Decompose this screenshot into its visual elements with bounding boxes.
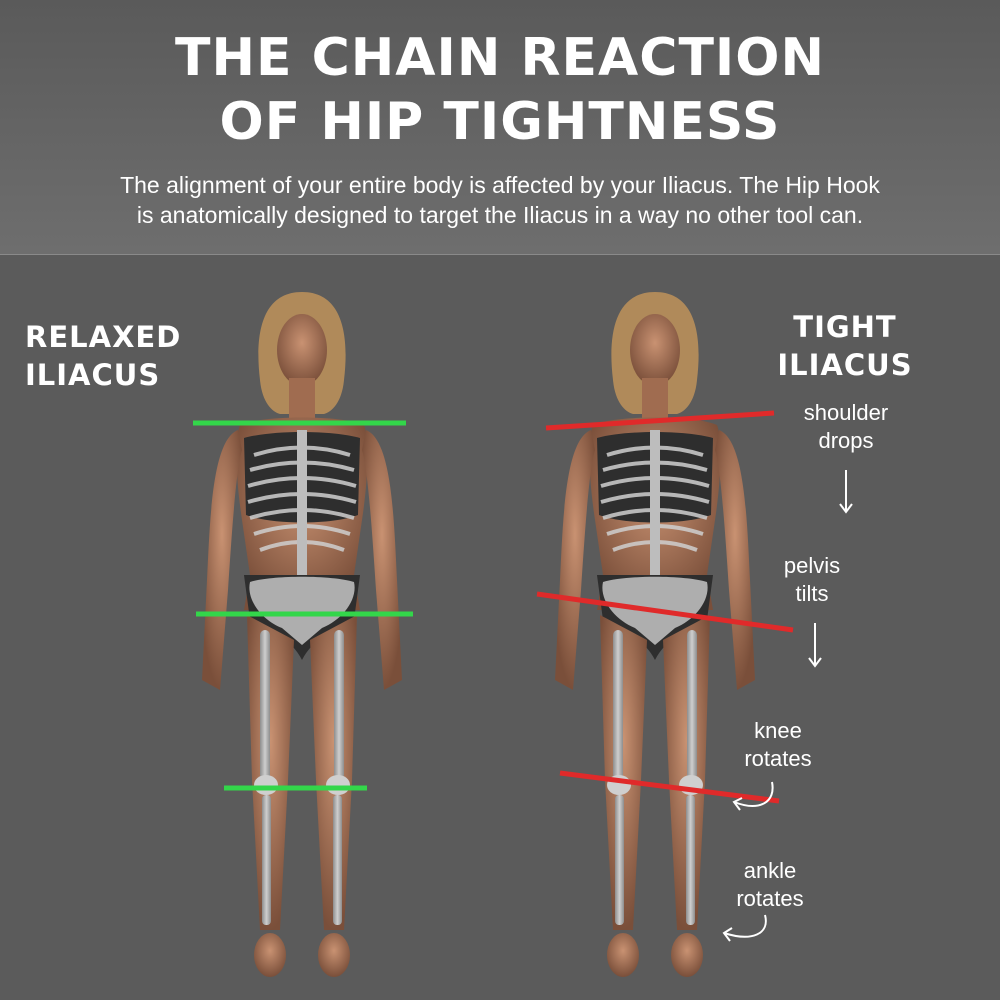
annotation-line-2: rotates [744,746,812,771]
annotation-line-2: tilts [795,581,829,606]
subtitle-line-2: is anatomically designed to target the I… [136,202,864,228]
annotation-line-1: knee [754,718,802,743]
title-line-2: OF HIP TIGHTNESS [219,92,781,152]
annotation-line-1: shoulder [803,400,889,425]
tight-iliacus-label: TIGHT ILIACUS [770,308,920,384]
subtitle-line-1: The alignment of your entire body is aff… [120,172,880,198]
ankle-rotates-annotation: ankle rotates [710,857,830,913]
annotation-line-1: pelvis [783,553,841,578]
tight-label-line-2: ILIACUS [777,348,913,382]
annotation-line-2: rotates [736,886,804,911]
down-arrow-icon [839,470,853,514]
knee-rotates-annotation: knee rotates [718,717,838,773]
annotation-line-1: ankle [743,858,797,883]
relaxed-iliacus-label: RELAXED ILIACUS [25,318,181,394]
anatomy-figures [193,290,853,979]
pelvis-tilts-annotation: pelvis tilts [752,552,872,608]
title-line-1: THE CHAIN REACTION [174,28,826,88]
header-banner: THE CHAIN REACTION OF HIP TIGHTNESS The … [0,0,1000,255]
shoulder-drops-annotation: shoulder drops [786,399,906,455]
shoulder-tilt-line [545,410,775,431]
curved-arrow-icon [722,914,767,942]
curved-arrow-icon [732,781,774,811]
pelvis-tilt-line [536,591,794,633]
subtitle: The alignment of your entire body is aff… [50,170,950,230]
relaxed-label-line-2: ILIACUS [25,358,161,392]
annotation-line-2: drops [818,428,874,453]
tight-label-line-1: TIGHT [793,310,897,344]
relaxed-label-line-1: RELAXED [25,320,182,354]
knee-tilt-line [559,770,780,804]
relaxed-figure-image [200,290,404,979]
down-arrow-icon [808,623,822,668]
